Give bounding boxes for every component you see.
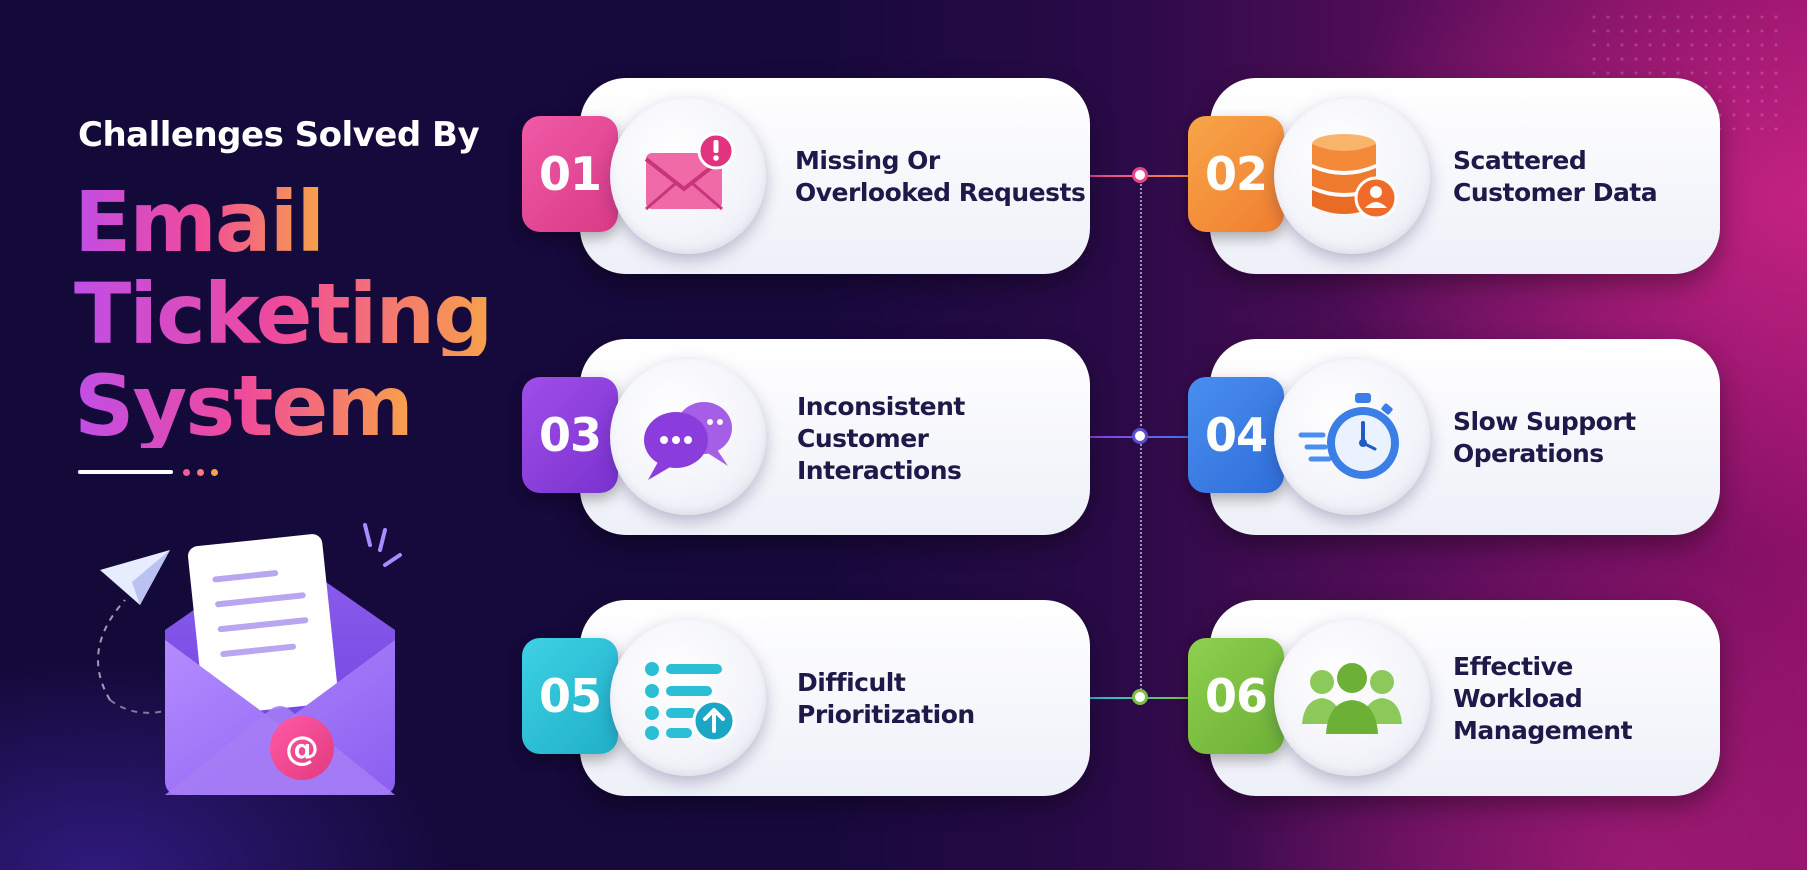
label-line: Missing Or (795, 146, 940, 175)
database-user-icon (1274, 98, 1430, 254)
label-line: Scattered (1453, 146, 1587, 175)
title-line-system: System (74, 357, 414, 455)
label-line: Customer Data (1453, 178, 1658, 207)
dashed-flight-path (97, 599, 126, 701)
timeline-node-3 (1132, 689, 1148, 705)
title-underline (78, 470, 173, 474)
label-line: Interactions (797, 456, 962, 485)
label-line: Operations (1453, 439, 1604, 468)
title-intro: Challenges Solved By (78, 115, 480, 155)
challenge-label-01: Missing Or Overlooked Requests (795, 145, 1086, 209)
underline-dot-2 (197, 469, 204, 476)
label-line: Slow Support (1453, 407, 1636, 436)
challenge-label-03: Inconsistent Customer Interactions (797, 391, 965, 487)
email-illustration: @ (97, 523, 402, 795)
label-line: Workload (1453, 684, 1583, 713)
challenge-label-05: Difficult Prioritization (797, 667, 975, 731)
challenge-label-04: Slow Support Operations (1453, 406, 1636, 470)
challenge-number-05: 05 (522, 638, 618, 754)
label-line: Difficult (797, 668, 906, 697)
at-symbol: @ (285, 729, 319, 769)
underline-dot-1 (183, 469, 190, 476)
paper-plane-icon (100, 550, 170, 605)
label-line: Prioritization (797, 700, 975, 729)
challenge-label-06: Effective Workload Management (1453, 651, 1633, 747)
label-line: Inconsistent (797, 392, 965, 421)
letter-icon (187, 534, 339, 716)
challenge-number-04: 04 (1188, 377, 1284, 493)
label-line: Effective (1453, 652, 1573, 681)
open-envelope-icon (165, 534, 395, 795)
label-line: Overlooked Requests (795, 178, 1086, 207)
chat-bubbles-icon (610, 359, 766, 515)
challenge-number-02: 02 (1188, 116, 1284, 232)
team-icon (1274, 620, 1430, 776)
spark-lines (363, 523, 402, 567)
challenge-number-03: 03 (522, 377, 618, 493)
challenge-number-06: 06 (1188, 638, 1284, 754)
at-symbol-badge (270, 716, 334, 780)
stopwatch-icon (1274, 359, 1430, 515)
title-line-ticketing: Ticketing (74, 265, 493, 363)
priority-list-icon (610, 620, 766, 776)
challenge-label-02: Scattered Customer Data (1453, 145, 1658, 209)
timeline-node-2 (1132, 428, 1148, 444)
label-line: Customer (797, 424, 929, 453)
title-line-email: Email (74, 173, 325, 271)
email-alert-icon (610, 98, 766, 254)
underline-dot-3 (211, 469, 218, 476)
timeline-node-1 (1132, 167, 1148, 183)
label-line: Management (1453, 716, 1633, 745)
challenge-number-01: 01 (522, 116, 618, 232)
